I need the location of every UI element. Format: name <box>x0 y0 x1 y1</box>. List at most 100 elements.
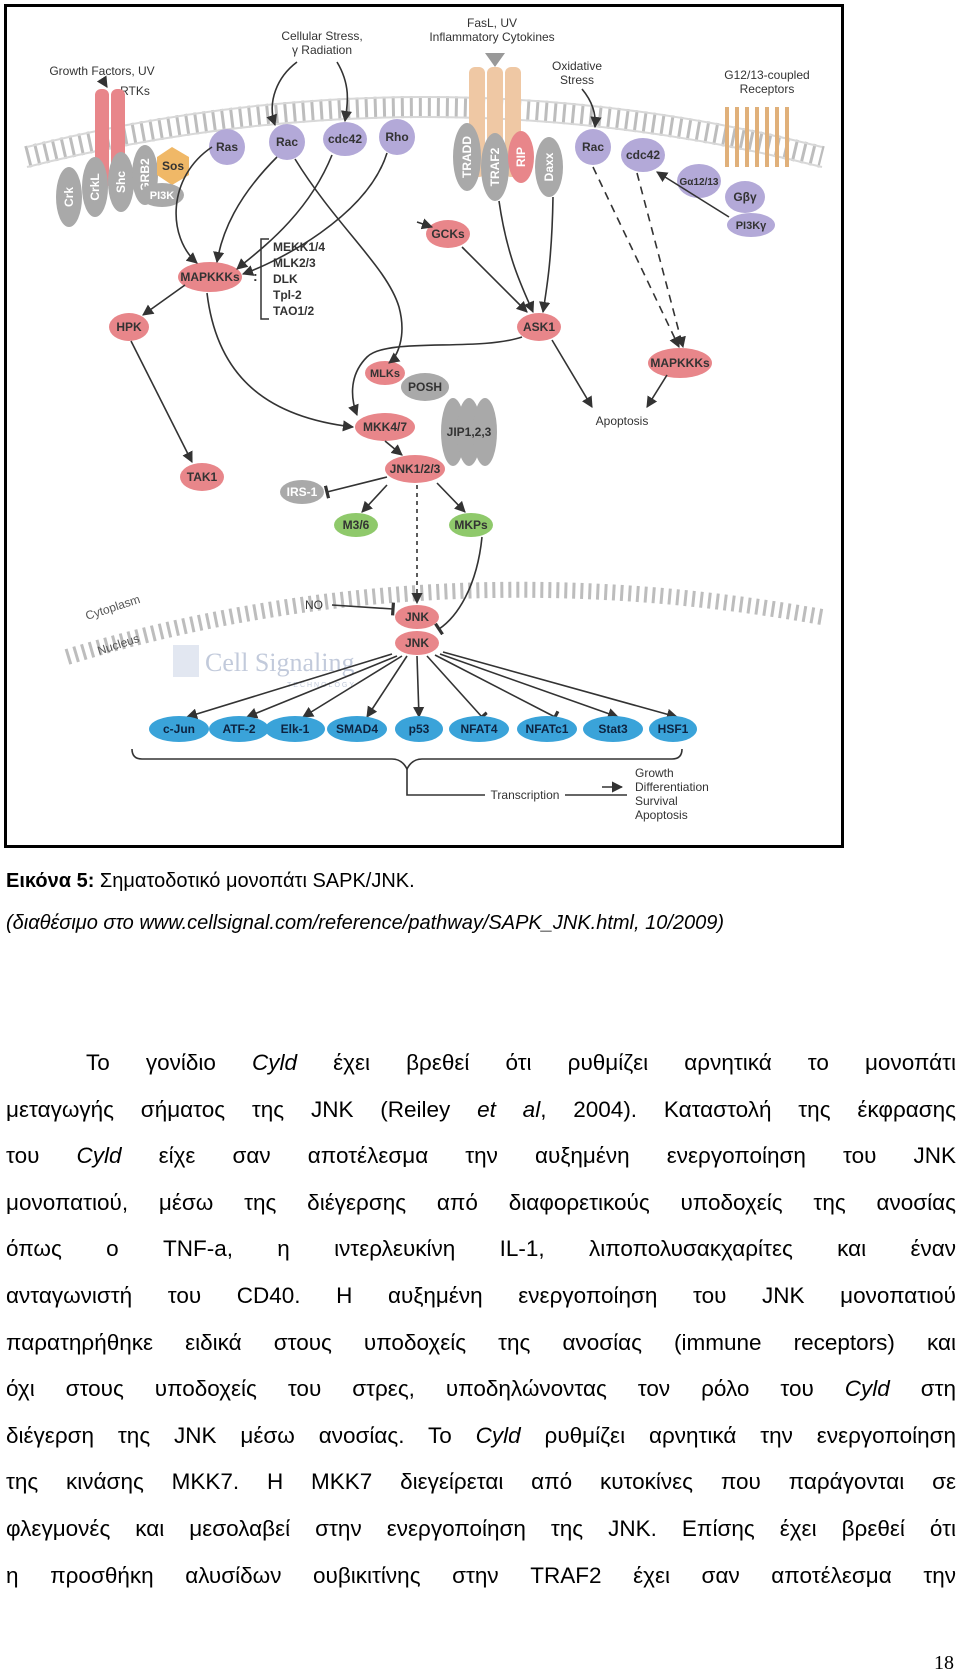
jnk-label-1: JNK <box>405 610 429 624</box>
posh-node <box>401 373 449 401</box>
tf-node <box>265 716 325 742</box>
nuclear-membrane <box>64 581 824 665</box>
tf-node <box>209 716 269 742</box>
rac2-node <box>575 129 611 165</box>
stimulus-stress: Cellular Stress, <box>281 29 362 43</box>
ask1-node <box>517 313 561 341</box>
jnk123-node <box>385 455 445 483</box>
cytoplasm-label: Cytoplasm <box>84 592 142 623</box>
gcks-label: GCKs <box>431 227 465 241</box>
crk-label: Crk <box>62 187 76 207</box>
italic-term: Cyld <box>76 1143 122 1169</box>
tf-node <box>149 716 209 742</box>
jnk-node-2 <box>395 631 439 655</box>
cdc42b-label: cdc42 <box>626 148 660 162</box>
jnk-node-1 <box>395 605 439 629</box>
crkl-label: CrkL <box>88 173 102 200</box>
stimulus-radiation: γ Radiation <box>292 43 352 57</box>
sos-node <box>157 147 189 185</box>
rac-node <box>269 124 305 160</box>
logo-sub: TECHNOLOGY <box>287 682 356 689</box>
paragraph-line: μεταγωγής σήματος της JNK (Reiley et al,… <box>6 1096 956 1122</box>
nucleus-label: Nucleus <box>96 631 142 658</box>
rac-label: Rac <box>276 135 298 149</box>
paragraph-line: όχι στους υποδοχείς του στρες, υποδηλώνο… <box>6 1376 957 1402</box>
paragraph-line: όπως ο TNF-a, η ιντερλευκίνη IL-1, λιποπ… <box>6 1236 956 1262</box>
jnk123-label: JNK1/2/3 <box>390 462 441 476</box>
tf-node <box>649 716 697 742</box>
tf-node <box>583 716 643 742</box>
stimulus-oxidative: Oxidative <box>552 59 602 73</box>
apoptosis-label: Apoptosis <box>596 414 649 428</box>
mekk-item: TAO1/2 <box>273 304 314 318</box>
pi3k-label: PI3K <box>150 190 175 202</box>
rac2-label: Rac <box>582 140 604 154</box>
mapkkks2-label: MAPKKKs <box>650 356 710 370</box>
mkps-node <box>449 513 493 537</box>
caption-label: Εικόνα 5: <box>6 870 95 892</box>
jnk-label-2: JNK <box>405 636 429 650</box>
irs1-node <box>280 480 324 504</box>
mapkkks-node <box>178 262 242 292</box>
m36-label: M3/6 <box>343 518 370 532</box>
mekk-item: MLK2/3 <box>273 256 316 270</box>
ras-label: Ras <box>216 140 238 154</box>
cdc42-node <box>323 122 367 156</box>
no-label: NO <box>305 598 323 612</box>
cdc42b-node <box>621 138 665 172</box>
stimulus-oxidative-2: Stress <box>560 73 594 87</box>
caption-source-url[interactable]: www.cellsignal.com/reference/pathway/SAP… <box>139 912 634 934</box>
paragraph-line: της κινάσης MKK7. Η MKK7 διεγείρεται από… <box>6 1469 956 1495</box>
tf-node <box>517 716 577 742</box>
tf-label: c-Jun <box>163 722 195 736</box>
paragraph-line: διέγερση της JNK μέσω ανοσίας. Το Cyld ρ… <box>6 1422 956 1448</box>
mekk-item: Tpl-2 <box>273 288 302 302</box>
traf2-node <box>481 133 509 201</box>
logo-name: Cell Signaling <box>205 648 355 677</box>
rho-label: Rho <box>385 130 408 144</box>
irs1-label: IRS-1 <box>287 485 318 499</box>
mekk-sep: : <box>253 268 258 284</box>
tradd-node <box>453 123 481 191</box>
posh-label: POSH <box>408 380 442 394</box>
tradd-label: TRADD <box>460 136 474 178</box>
pi3k-node <box>140 183 184 207</box>
pathway-arrows <box>96 61 730 795</box>
mkps-label: MKPs <box>454 518 488 532</box>
rho-node <box>379 119 415 155</box>
italic-term: et al <box>477 1096 541 1122</box>
ras-node <box>209 129 245 165</box>
outcome-item: Growth <box>635 766 674 780</box>
crkl-node <box>82 157 108 217</box>
page-number: 18 <box>934 1652 954 1674</box>
shc-label: Shc <box>114 171 128 193</box>
outcome-item: Survival <box>635 794 678 808</box>
tf-label: Elk-1 <box>281 722 310 736</box>
outcome-item: Apoptosis <box>635 808 688 822</box>
mekk-item: DLK <box>273 272 298 286</box>
cell-signaling-logo: Cell Signaling TECHNOLOGY <box>173 645 356 689</box>
tf-label: p53 <box>409 722 430 736</box>
paragraph-line: φλεγμονές και μεσολαβεί στην ενεργοποίησ… <box>6 1516 956 1541</box>
gcks-node <box>426 220 470 248</box>
rip-label: RIP <box>514 147 528 167</box>
paragraph-line: Το γονίδιο Cyld έχει βρεθεί ότι ρυθμίζει… <box>86 1050 956 1075</box>
crk-node <box>56 167 82 227</box>
gpcr-receptor <box>725 107 789 167</box>
m36-node <box>334 513 378 537</box>
stimulus-g1213: G12/13-coupled <box>724 68 809 82</box>
tf-label: NFATc1 <box>526 722 569 736</box>
mapkkks-label: MAPKKKs <box>180 270 240 284</box>
ask1-label: ASK1 <box>523 320 555 334</box>
stimulus-receptors: Receptors <box>740 82 795 96</box>
tf-node <box>449 716 509 742</box>
stimulus-inflammatory: Inflammatory Cytokines <box>429 30 554 44</box>
tak1-node <box>180 463 224 491</box>
paragraph-line: του Cyld είχε σαν αποτέλεσμα την αυξημέν… <box>6 1143 956 1169</box>
mkk47-label: MKK4/7 <box>363 420 407 434</box>
tf-label: HSF1 <box>658 722 689 736</box>
pathway-figure: Growth Factors, UV Cellular Stress, γ Ra… <box>4 4 844 848</box>
italic-term: Cyld <box>475 1422 521 1448</box>
caption-source-date: , 10/2009) <box>634 912 725 934</box>
